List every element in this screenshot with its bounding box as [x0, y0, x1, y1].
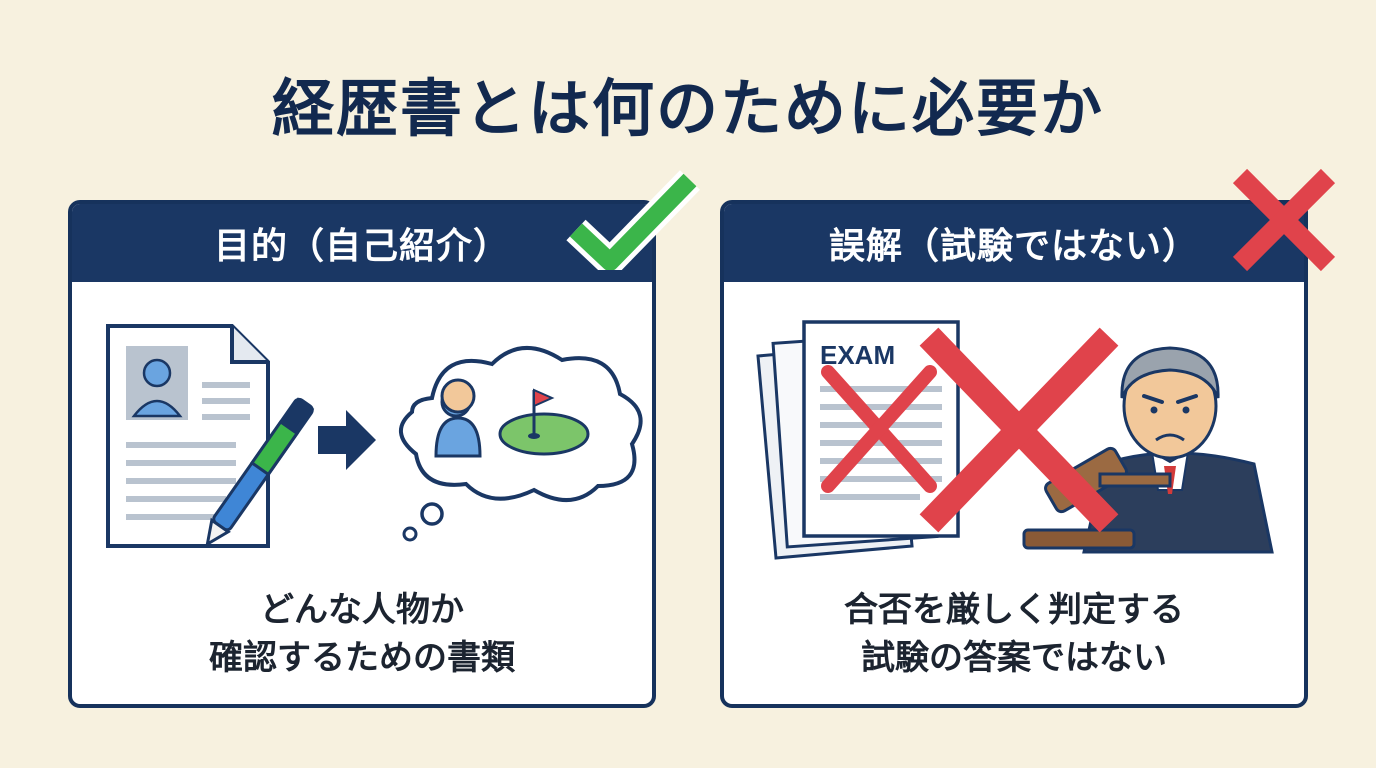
- purpose-caption-line-2: 確認するための書類: [209, 638, 515, 678]
- arrow-right-icon: [318, 410, 376, 470]
- purpose-caption: どんな人物か 確認するための書類: [72, 586, 652, 682]
- misconception-header-label: 誤解（試験ではない）: [828, 226, 1199, 267]
- misconception-panel: 誤解（試験ではない） EXAM: [720, 200, 1308, 708]
- misconception-caption-line-2: 試験の答案ではない: [861, 638, 1167, 678]
- purpose-header-label: 目的（自己紹介）: [213, 226, 510, 267]
- exam-label: EXAM: [820, 340, 895, 370]
- resume-document-icon: [106, 324, 270, 548]
- cross-icon: [1232, 168, 1336, 272]
- resume-to-person-illustration: [106, 324, 643, 548]
- purpose-caption-line-1: どんな人物か: [260, 590, 464, 630]
- gavel-icon: [1022, 446, 1172, 550]
- checkmark-icon: [566, 170, 700, 270]
- exam-papers-icon: EXAM: [756, 320, 960, 560]
- exam-judge-illustration: EXAM: [756, 320, 1274, 560]
- purpose-panel: 目的（自己紹介）: [68, 200, 656, 708]
- misconception-caption-line-1: 合否を厳しく判定する: [844, 590, 1184, 630]
- thought-cloud-icon: [399, 346, 643, 542]
- large-cross-icon: [919, 327, 1119, 533]
- purpose-panel-header: 目的（自己紹介）: [72, 204, 652, 282]
- misconception-panel-header: 誤解（試験ではない）: [724, 204, 1304, 282]
- misconception-caption: 合否を厳しく判定する 試験の答案ではない: [724, 586, 1304, 682]
- pen-icon: [205, 397, 315, 547]
- page-title: 経歴書とは何のために必要か: [271, 72, 1104, 145]
